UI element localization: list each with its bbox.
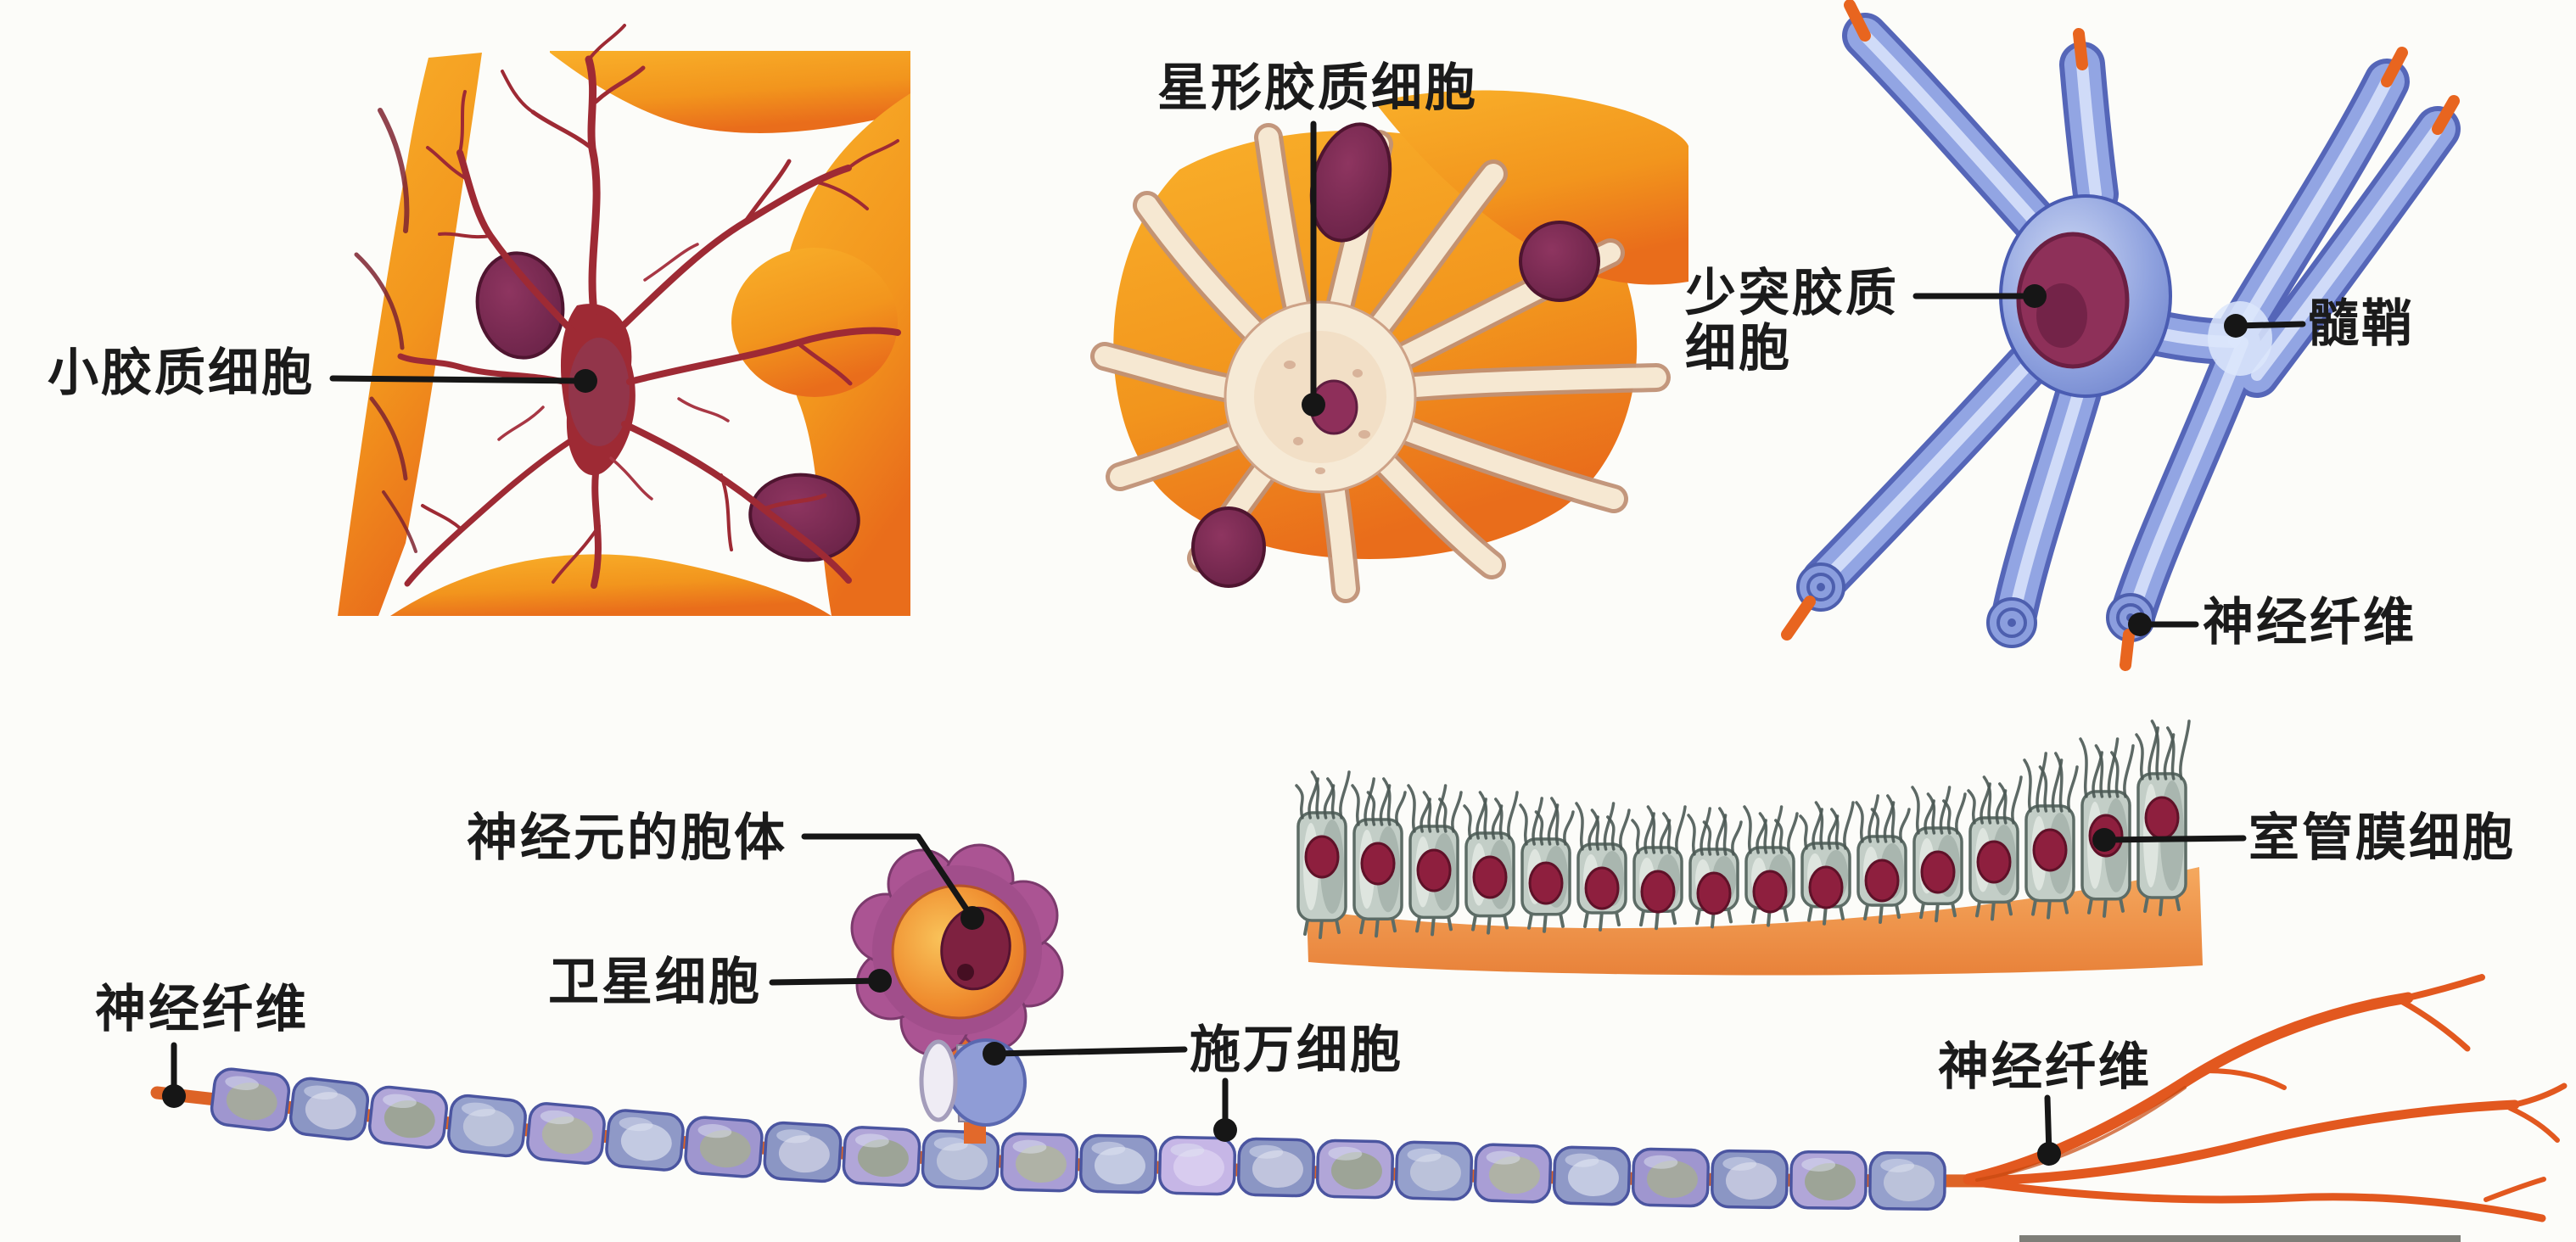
label-neuron-cell-body: 神经元的胞体 [467, 810, 787, 866]
ependymal-cell [2079, 737, 2135, 918]
schwann-cell [919, 1038, 1027, 1144]
ependymal-cell [1631, 805, 1687, 931]
myelin-segment [763, 1121, 843, 1183]
label-oligodendrocyte: 少突胶质 细胞 [1685, 266, 1923, 377]
myelin-segment [368, 1085, 448, 1150]
myelin-segment [1078, 1133, 1158, 1194]
ependymal-nucleus [1920, 850, 1956, 894]
ependymal-cell [2023, 752, 2079, 920]
label-satellite-cell: 卫星细胞 [548, 954, 762, 1010]
tissue-nucleus [475, 251, 565, 360]
ependymal-cell [1463, 791, 1519, 935]
ependymal-nucleus [1808, 865, 1844, 909]
myelin-segment [605, 1109, 685, 1172]
ependymal-cell [1799, 801, 1855, 926]
myelin-segment [1631, 1147, 1711, 1208]
oligodendrocyte-illustration [1781, 0, 2461, 671]
ependymal-cell [1687, 807, 1743, 929]
microglia-illustration [338, 24, 910, 616]
nerve-ending-branches [1963, 974, 2568, 1222]
myelin-segment [526, 1102, 606, 1165]
ependymal-cell [1351, 777, 1407, 938]
axon-tips [1781, 0, 2460, 671]
label-nerve-fiber-right: 神经纤维 [1938, 1039, 2152, 1095]
myelin-segment [1868, 1150, 1946, 1211]
myelin-segment [288, 1077, 370, 1141]
label-nerve-fiber-top-right: 神经纤维 [2203, 595, 2416, 651]
tissue-nucleus [748, 473, 860, 562]
myelin-segment [1000, 1132, 1079, 1193]
ependymal-nucleus [2032, 828, 2068, 872]
ependymal-cell [1911, 786, 1967, 923]
ependymal-nucleus [1416, 848, 1452, 892]
label-microglia: 小胶质细胞 [48, 345, 315, 401]
myelin-segment [1236, 1137, 1316, 1198]
ependymal-cell [1575, 802, 1631, 932]
ependymal-cell [1295, 770, 1351, 939]
label-schwann-cell: 施万细胞 [1190, 1022, 1403, 1078]
leader-lines [162, 120, 2306, 1166]
label-oligodendrocyte-line2: 细胞 [1685, 320, 1792, 377]
satellite-cell-assembly [850, 843, 1064, 1062]
scan-artifact [2019, 1235, 2461, 1242]
astrocyte-illustration [1090, 90, 1688, 603]
ependymal-cell [1855, 794, 1911, 924]
ependymal-nucleus [1360, 842, 1396, 886]
myelin-sheath-segments [210, 1067, 1946, 1211]
myelin-segment [842, 1126, 921, 1187]
label-astrocyte: 星形胶质细胞 [1157, 60, 1478, 116]
ependymal-nucleus [1864, 859, 1900, 903]
myelin-segment [1473, 1143, 1553, 1204]
myelin-segment [1315, 1138, 1395, 1200]
myelin-segment [921, 1129, 1000, 1190]
myelin-segment [447, 1094, 527, 1158]
ependymal-nucleus [1640, 870, 1676, 914]
ependymal-cell [1967, 775, 2023, 921]
myelin-segment [1711, 1149, 1789, 1210]
ependymal-nucleus [1584, 866, 1620, 910]
ependymal-cell [1407, 784, 1463, 937]
tissue-nucleus [1519, 221, 1600, 302]
ependymal-nucleus [2144, 796, 2180, 840]
label-myelin-sheath: 髓鞘 [2308, 296, 2415, 352]
label-nerve-fiber-left: 神经纤维 [95, 982, 309, 1038]
ependymal-nucleus [1472, 855, 1508, 899]
label-oligodendrocyte-line1: 少突胶质 [1685, 266, 1899, 322]
myelin-segment [1789, 1150, 1868, 1211]
myelin-segment [684, 1116, 764, 1178]
myelin-segment [210, 1067, 291, 1132]
ependymal-illustration [1295, 719, 2203, 976]
ependymal-nucleus [1976, 840, 2012, 884]
myelinated-nerve-fiber-illustration [150, 843, 2568, 1222]
ependymal-cell [1743, 805, 1799, 927]
myelin-segment [1552, 1145, 1632, 1206]
ependymal-nucleus [1304, 835, 1340, 879]
label-ependymal-cell: 室管膜细胞 [2248, 810, 2516, 866]
ependymal-cell [1519, 797, 1575, 933]
tissue-nucleus [1191, 506, 1266, 588]
myelin-segment [1394, 1140, 1474, 1201]
ependymal-nucleus [1752, 870, 1788, 914]
ependymal-cell [2135, 719, 2191, 916]
ependymal-nucleus [1696, 871, 1732, 915]
ependymal-nucleus [1528, 861, 1564, 905]
myelin-segment [1157, 1135, 1237, 1196]
